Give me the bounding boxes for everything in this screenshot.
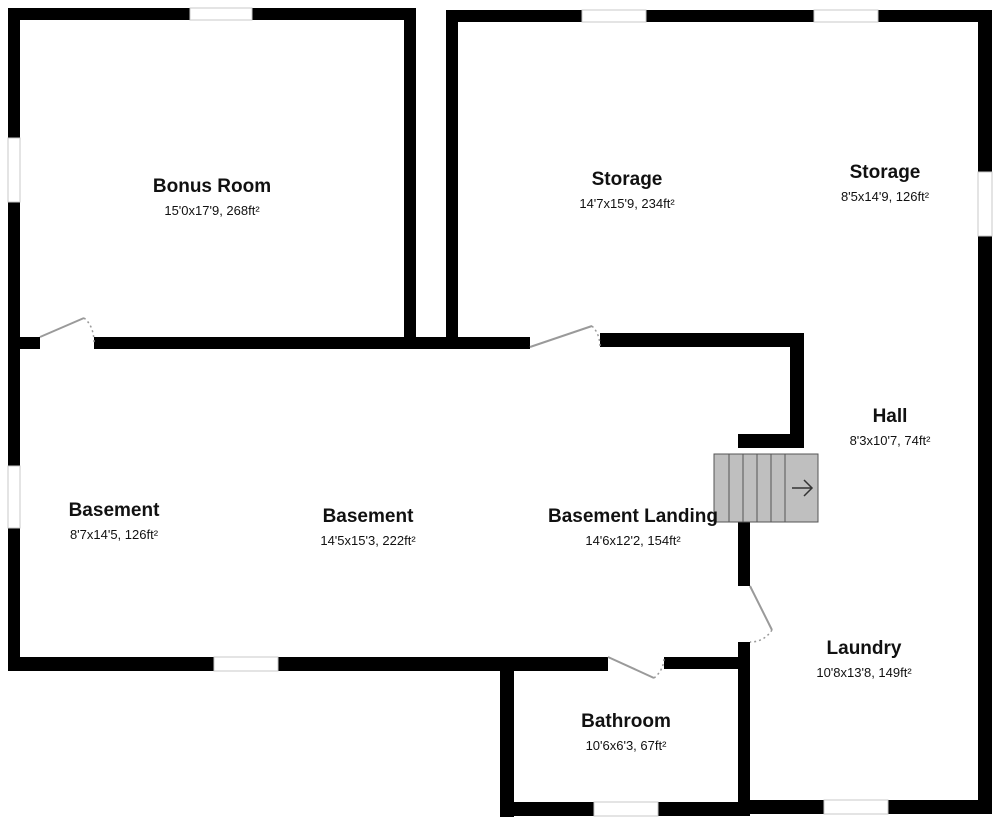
door-storage: [529, 325, 601, 348]
window: [813, 9, 879, 23]
window: [213, 656, 279, 672]
windows: [7, 7, 993, 817]
window: [189, 7, 253, 21]
arrow-right-icon: [792, 479, 814, 497]
window: [7, 137, 21, 203]
door-bonus-room: [39, 317, 95, 344]
bonus-room-walls: [8, 8, 416, 342]
window: [977, 171, 993, 237]
window: [823, 799, 889, 815]
middle-walls: [8, 333, 804, 448]
stairs: [713, 453, 819, 523]
window: [581, 9, 647, 23]
storage-walls: [446, 10, 992, 810]
window: [7, 465, 21, 529]
door-bathroom: [607, 656, 665, 679]
bathroom-walls: [500, 657, 750, 817]
door-laundry: [749, 585, 773, 643]
basement-walls: [8, 337, 750, 812]
window: [593, 801, 659, 817]
